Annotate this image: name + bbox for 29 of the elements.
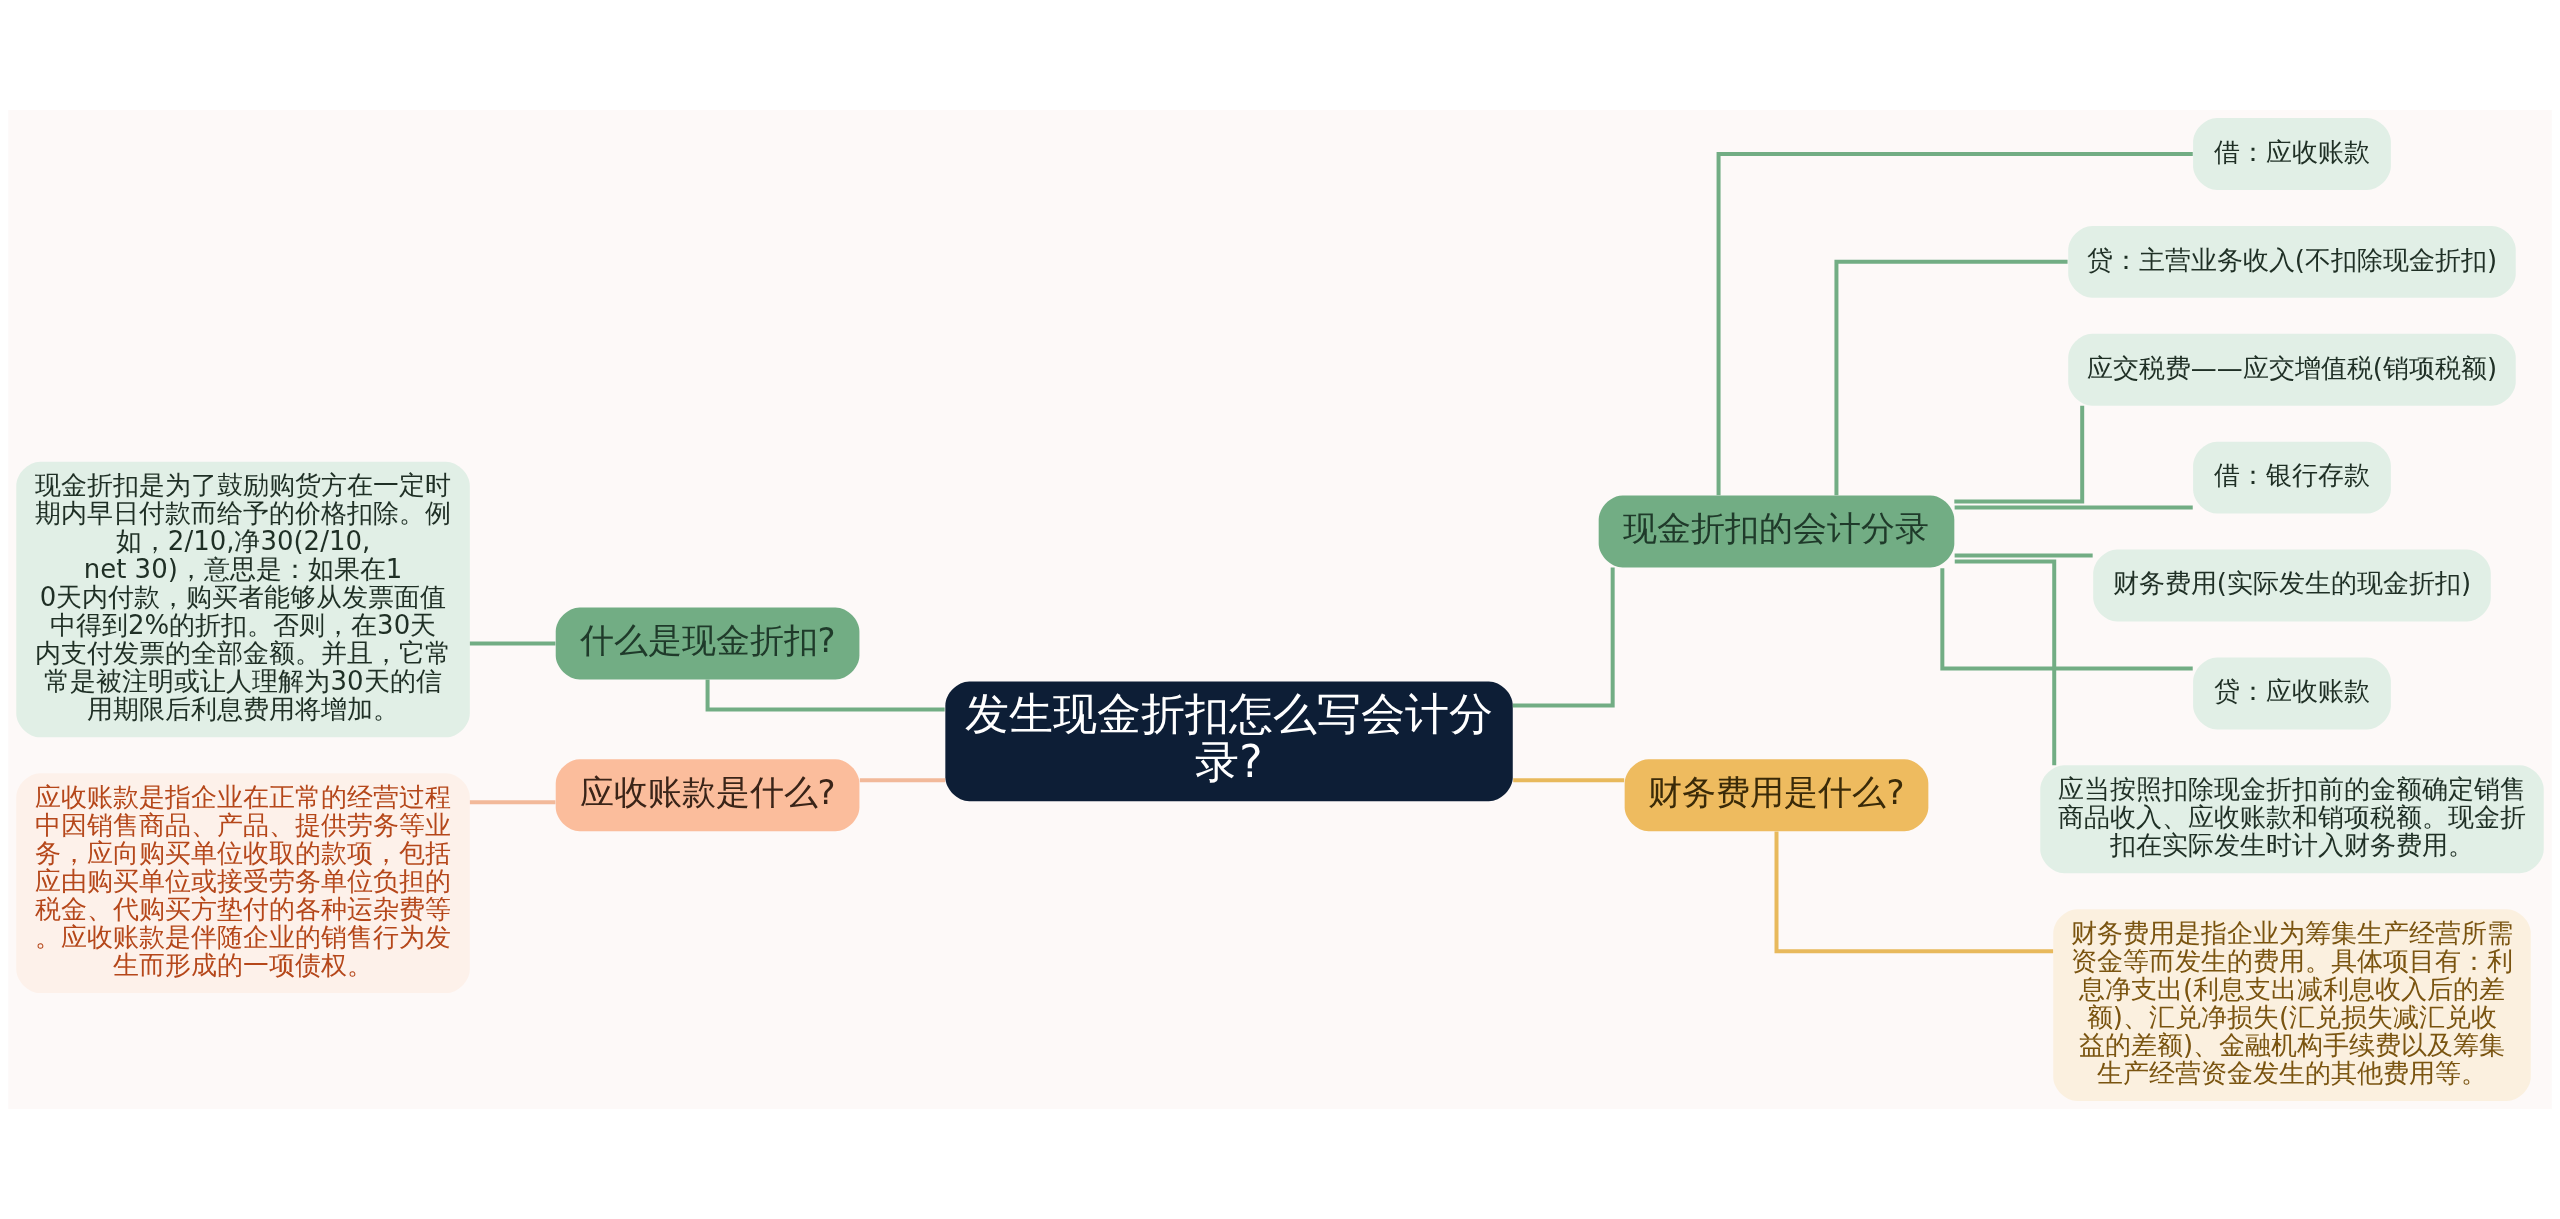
node-box: 现金折扣的会计分录	[1598, 495, 1955, 568]
connector	[1954, 559, 2057, 766]
connector	[469, 800, 556, 805]
connector	[1954, 505, 2193, 510]
connector	[469, 641, 556, 646]
connector	[1940, 568, 2193, 671]
connector	[859, 778, 946, 783]
node-box: 什么是现金折扣?	[555, 607, 860, 680]
connector	[1954, 405, 2085, 504]
connector	[1954, 553, 2093, 558]
node-box: 贷：主营业务收入(不扣除现金折扣)	[2068, 225, 2516, 298]
connector	[1774, 831, 2054, 954]
node-box: 借：应收账款	[2193, 118, 2391, 190]
connector	[705, 679, 945, 712]
node-box: 借：银行存款	[2193, 441, 2391, 514]
connector	[1512, 567, 1615, 708]
node-box: 财务费用是指企业为筹集生产经营所需资金等而发生的费用。具体项目有：利息净支出(利息支出减利息收入后的差额)、汇兑净损失(汇兑损失减汇兑收益的差额)、金融机构手续费以及筹集生产经营资金发生的其他费用等。	[2053, 909, 2531, 1101]
node-box: 财务费用是什么?	[1624, 759, 1929, 832]
node-box: 应收账款是什么?	[555, 759, 860, 832]
node-box: 应交税费——应交增值税(销项税额)	[2068, 333, 2516, 406]
connector	[1513, 778, 1625, 783]
node-box: 现金折扣是为了鼓励购货方在一定时期内早日付款而给予的价格扣除。例如，2/10,净30(2/10,net 30)，意思是：如果在10天内付款，购买者能够从发票面值中得到2%的折扣。否则，在30天内支付发票的全部金额。并且，它常常是被注明或让人理解为30天的信用期限后利息费用将增加。	[16, 461, 470, 738]
node-box: 贷：应收账款	[2193, 657, 2391, 730]
connector	[1834, 259, 2068, 496]
node-box: 应当按照扣除现金折扣前的金额确定销售商品收入、应收账款和销项税额。现金折扣在实际发生时计入财务费用。	[2040, 765, 2544, 874]
node-box: 应收账款是指企业在正常的经营过程中因销售商品、产品、提供劳务等业务，应向购买单位收取的款项，包括应由购买单位或接受劳务单位负担的税金、代购买方垫付的各种运杂费等。应收账款是伴随企业的销售行为发生而形成的一项债权。	[16, 773, 470, 994]
node-box: 发生现金折扣怎么写会计分录?	[945, 681, 1513, 802]
node-box: 财务费用(实际发生的现金折扣)	[2093, 549, 2491, 622]
connector	[1716, 151, 2193, 496]
